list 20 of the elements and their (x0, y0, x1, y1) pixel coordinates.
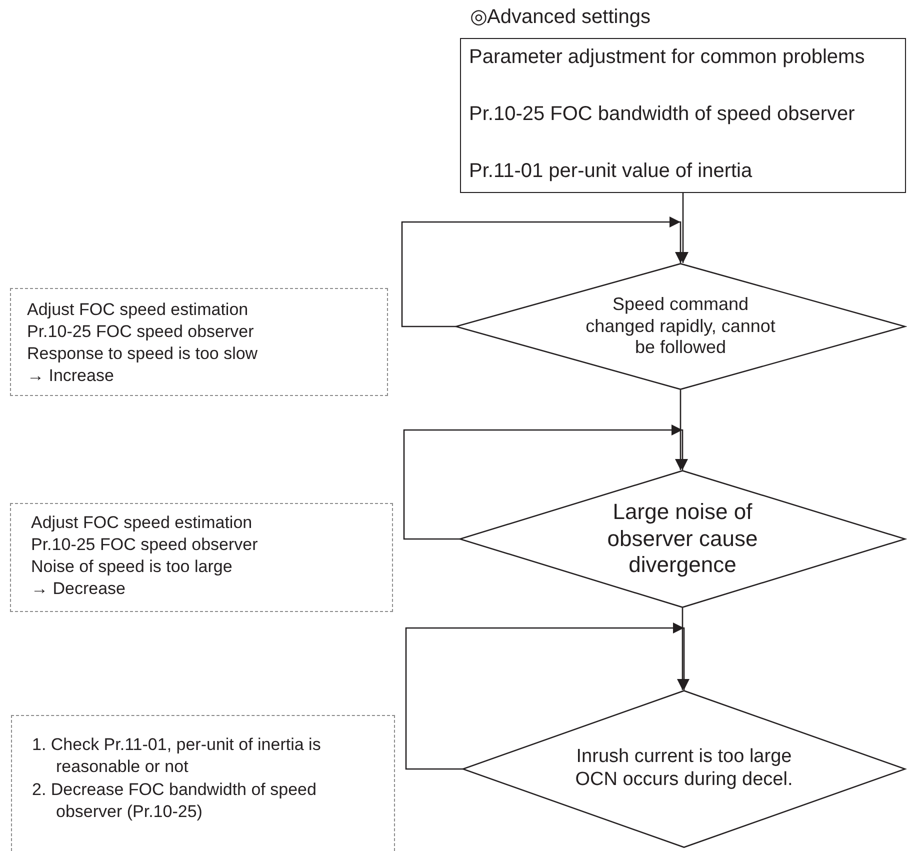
note-text: Adjust FOC speed estimation (27, 299, 248, 321)
note-text: Pr.10-25 FOC speed observer (31, 534, 258, 556)
note-text: 1. Check Pr.11-01, per-unit of inertia is reasonable or not (32, 734, 322, 778)
note-text: Response to speed is too slow (27, 343, 258, 365)
note-box (11, 715, 395, 851)
note-box (10, 288, 388, 396)
decision-text: Large noise of observer cause divergence (606, 499, 759, 579)
decision-text: Speed command changed rapidly, cannot be followed (584, 294, 776, 359)
note-text: Pr.10-25 FOC speed observer (27, 321, 254, 343)
note-text: Noise of speed is too large (31, 556, 232, 578)
box-text: Parameter adjustment for common problems (469, 45, 866, 70)
note-text: → Decrease (31, 578, 126, 600)
box-text: Pr.10-25 FOC bandwidth of speed observer (469, 102, 856, 127)
note-box (10, 503, 393, 612)
note-text: Adjust FOC speed estimation (31, 512, 252, 534)
decision-text: Inrush current is too large OCN occurs during decel. (574, 746, 794, 792)
note-text: → Increase (27, 365, 114, 387)
note-text: 2. Decrease FOC bandwidth of speed observer (Pr.10-25) (32, 779, 318, 823)
heading: ◎Advanced settings (470, 5, 650, 29)
box-text: Pr.11-01 per-unit value of inertia (469, 159, 754, 184)
